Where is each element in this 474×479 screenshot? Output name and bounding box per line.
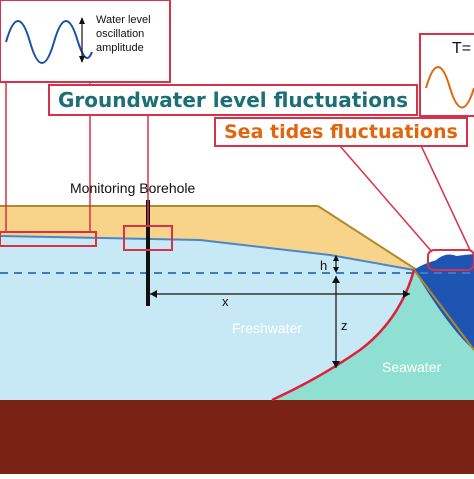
freshwater-label: Freshwater [232, 320, 303, 336]
z-label: z [341, 318, 348, 333]
amplitude-arrow-top [79, 17, 85, 24]
groundwater-fluctuations-title: Groundwater level fluctuations [48, 84, 419, 116]
monitoring-borehole-label: Monitoring Borehole [70, 180, 196, 196]
sea-tides-fluctuations-title: Sea tides fluctuations [214, 117, 468, 147]
highlight-box-left [0, 231, 97, 247]
oscillation-callout-box [0, 0, 171, 83]
sea-body [414, 254, 474, 350]
z-arrow-top [332, 276, 340, 283]
x-arrow-left [150, 290, 157, 298]
h-label: h [320, 258, 328, 273]
bedrock-layer [0, 400, 474, 474]
salt-interface-line [271, 269, 416, 402]
x-label: x [222, 294, 229, 309]
freshwater-zone [0, 236, 414, 400]
amplitude-arrow-bottom [79, 56, 85, 63]
sea-floor-line [413, 269, 474, 351]
oscillation-label-line2: oscillation [96, 28, 145, 40]
oscillation-label-line1: Water level [96, 14, 151, 26]
sea-tide-bump [432, 254, 466, 264]
h-arrow-top [333, 255, 339, 261]
h-arrow-bottom [333, 267, 339, 273]
tide-wave [425, 66, 474, 109]
highlight-box-sea [427, 249, 474, 271]
leader-tide-1 [339, 145, 433, 253]
tide-callout-box [419, 33, 474, 117]
water-table-line [0, 235, 415, 271]
x-arrow-right [403, 290, 410, 298]
beach-slope [317, 205, 421, 273]
period-label: T= [452, 40, 472, 57]
seawater-label: Seawater [382, 359, 442, 375]
seawater-wedge [272, 270, 474, 400]
z-arrow-bottom [332, 361, 340, 368]
oscillation-label-line3: amplitude [96, 42, 144, 54]
